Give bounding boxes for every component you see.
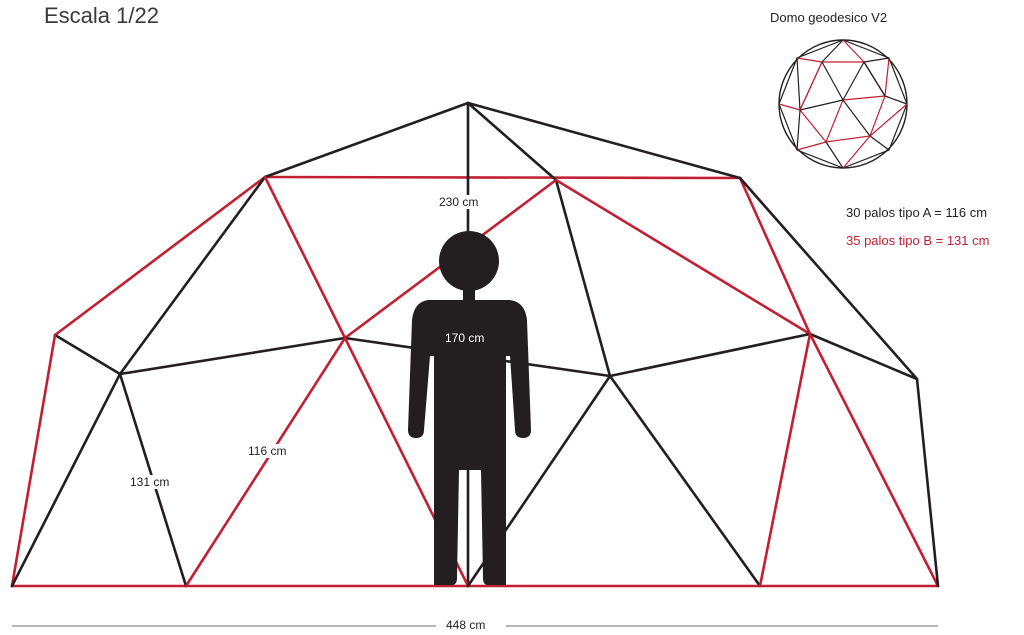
thumbnail-title: Domo geodesico V2 — [770, 10, 888, 25]
legend-type-b: 35 palos tipo B = 131 cm — [846, 233, 989, 249]
person-silhouette — [408, 231, 531, 585]
scale-label: Escala 1/22 — [44, 3, 159, 28]
dome-struts — [10, 101, 940, 588]
legend-type-b-text: 35 palos tipo B = 131 cm — [846, 233, 990, 248]
legend-type-a: 30 palos tipo A = 116 cm — [846, 205, 988, 220]
strut-a-length-label: 116 cm — [246, 444, 289, 458]
base-width-label: 448 cm — [444, 618, 488, 632]
geodesic-sphere-thumbnail — [778, 39, 908, 169]
person-height-label: 170 cm — [445, 331, 485, 345]
dome-height-label: 230 cm — [437, 195, 481, 209]
strut-b-length-label: 131 cm — [128, 475, 172, 489]
